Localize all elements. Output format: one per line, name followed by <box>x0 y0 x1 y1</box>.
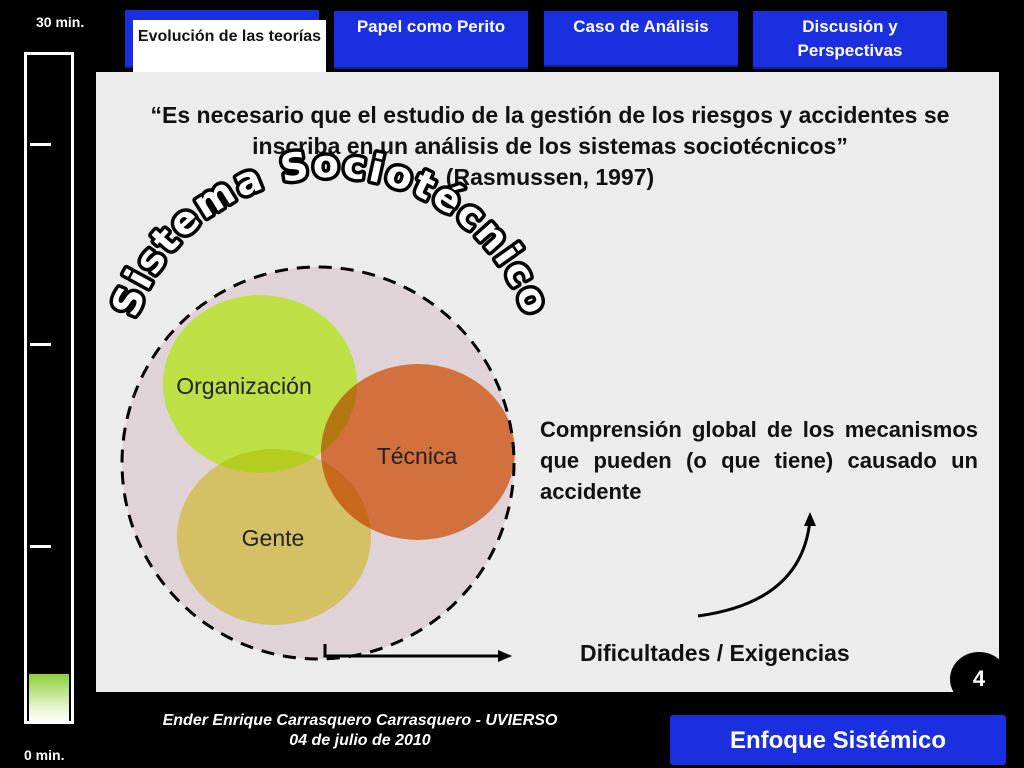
quote-citation: (Rasmussen, 1997) <box>445 164 655 190</box>
footer-date: 04 de julio de 2010 <box>289 732 431 749</box>
tab-discusion[interactable]: Discusión y Perspectivas <box>753 11 947 69</box>
label-gente: Gente <box>242 525 305 551</box>
timer-top-label: 30 min. <box>36 14 85 30</box>
page-number: 4 <box>950 652 1008 706</box>
label-tecnica: Técnica <box>377 443 458 469</box>
timeline-tick <box>30 545 51 548</box>
curved-arrowhead <box>804 512 816 526</box>
time-progress-fill <box>29 674 69 722</box>
circle-tecnica <box>321 364 515 540</box>
comprension-text: Comprensión global de los mecanismos que… <box>540 417 978 504</box>
straight-arrowhead <box>498 650 512 662</box>
circle-gente <box>177 449 371 625</box>
section-badge[interactable]: Enfoque Sistémico <box>670 715 1006 765</box>
quote-block: “Es necesario que el estudio de la gesti… <box>150 100 950 193</box>
sociotechnical-diagram: Sistema Sociotécnico Organización Técnic… <box>99 138 816 662</box>
circle-organizacion <box>163 295 357 473</box>
timeline-tick <box>30 343 51 346</box>
time-progress-bar <box>24 52 74 724</box>
quote-text: “Es necesario que el estudio de la gesti… <box>150 102 950 159</box>
footer-author: Ender Enrique Carrasquero Carrasquero - … <box>162 712 558 729</box>
dificultades-label: Dificultades / Exigencias <box>580 640 850 666</box>
tab-papel-perito[interactable]: Papel como Perito <box>334 11 528 69</box>
timer-bottom-label: 0 min. <box>24 747 65 763</box>
footer-credit: Ender Enrique Carrasquero Carrasquero - … <box>140 711 580 751</box>
curved-arrow <box>697 519 812 618</box>
tab-caso-analisis[interactable]: Caso de Análisis <box>544 11 738 67</box>
timeline-tick <box>30 143 51 146</box>
label-organizacion: Organización <box>176 373 312 399</box>
tab-evolucion[interactable]: Evolución de las teorías <box>133 20 326 76</box>
straight-arrow <box>323 644 500 658</box>
